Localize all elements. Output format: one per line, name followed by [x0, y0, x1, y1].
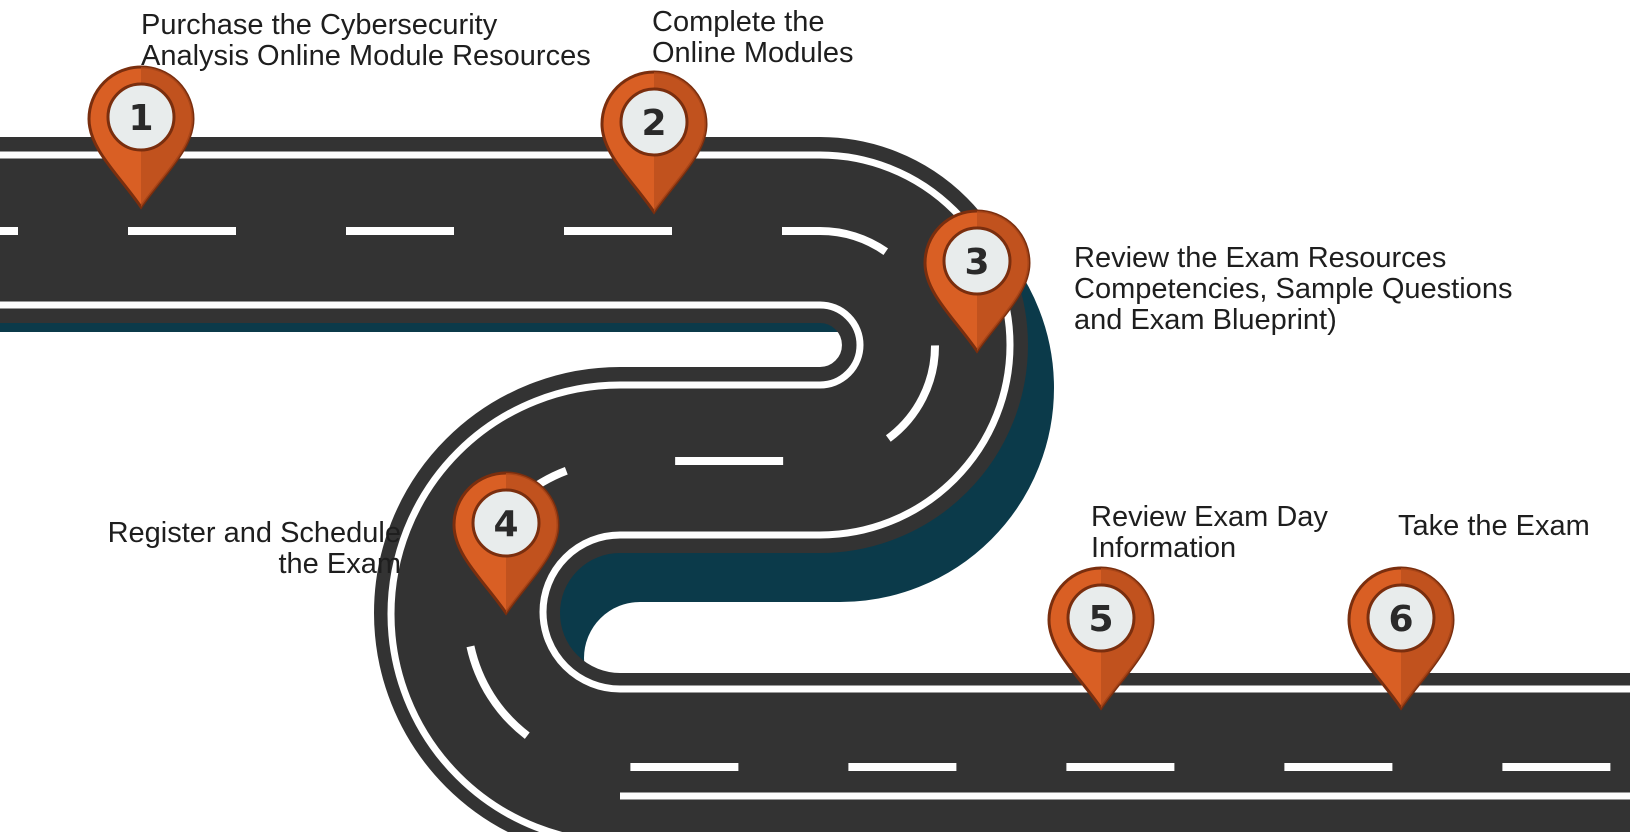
step-label-line: Review the Exam Resources [1074, 242, 1447, 274]
step-number: 1 [128, 98, 153, 139]
step-label-line: Review Exam Day [1091, 501, 1328, 533]
map-pin-icon: 1 [87, 65, 195, 210]
step-label-line: Purchase the Cybersecurity [141, 9, 498, 41]
step-number: 5 [1088, 599, 1113, 640]
map-pin-icon: 2 [600, 70, 708, 215]
step-number: 4 [493, 504, 518, 545]
step-number: 2 [641, 103, 666, 144]
map-pin-icon: 5 [1047, 566, 1155, 711]
map-pin-icon: 6 [1347, 566, 1455, 711]
step-label-line: Analysis Online Module Resources [141, 40, 591, 72]
step-6-label: Take the Exam [1398, 511, 1590, 542]
step-label-line: the Exam [278, 548, 402, 580]
step-label-line: Complete the [652, 6, 825, 38]
step-label-line: Competencies, Sample Questions [1074, 273, 1513, 305]
step-label-line: Take the Exam [1398, 510, 1590, 542]
step-label-line: and Exam Blueprint) [1074, 304, 1337, 336]
lane-dashes [0, 227, 1630, 771]
step-label-line: Online Modules [652, 37, 854, 69]
map-pin-icon: 4 [452, 471, 560, 616]
map-pin-icon: 3 [923, 209, 1031, 354]
step-label-line: Information [1091, 532, 1237, 564]
step-label-line: Register and Schedule [107, 517, 401, 549]
road-edge-inner [0, 301, 864, 832]
step-number: 6 [1388, 599, 1413, 640]
step-number: 3 [964, 242, 989, 283]
